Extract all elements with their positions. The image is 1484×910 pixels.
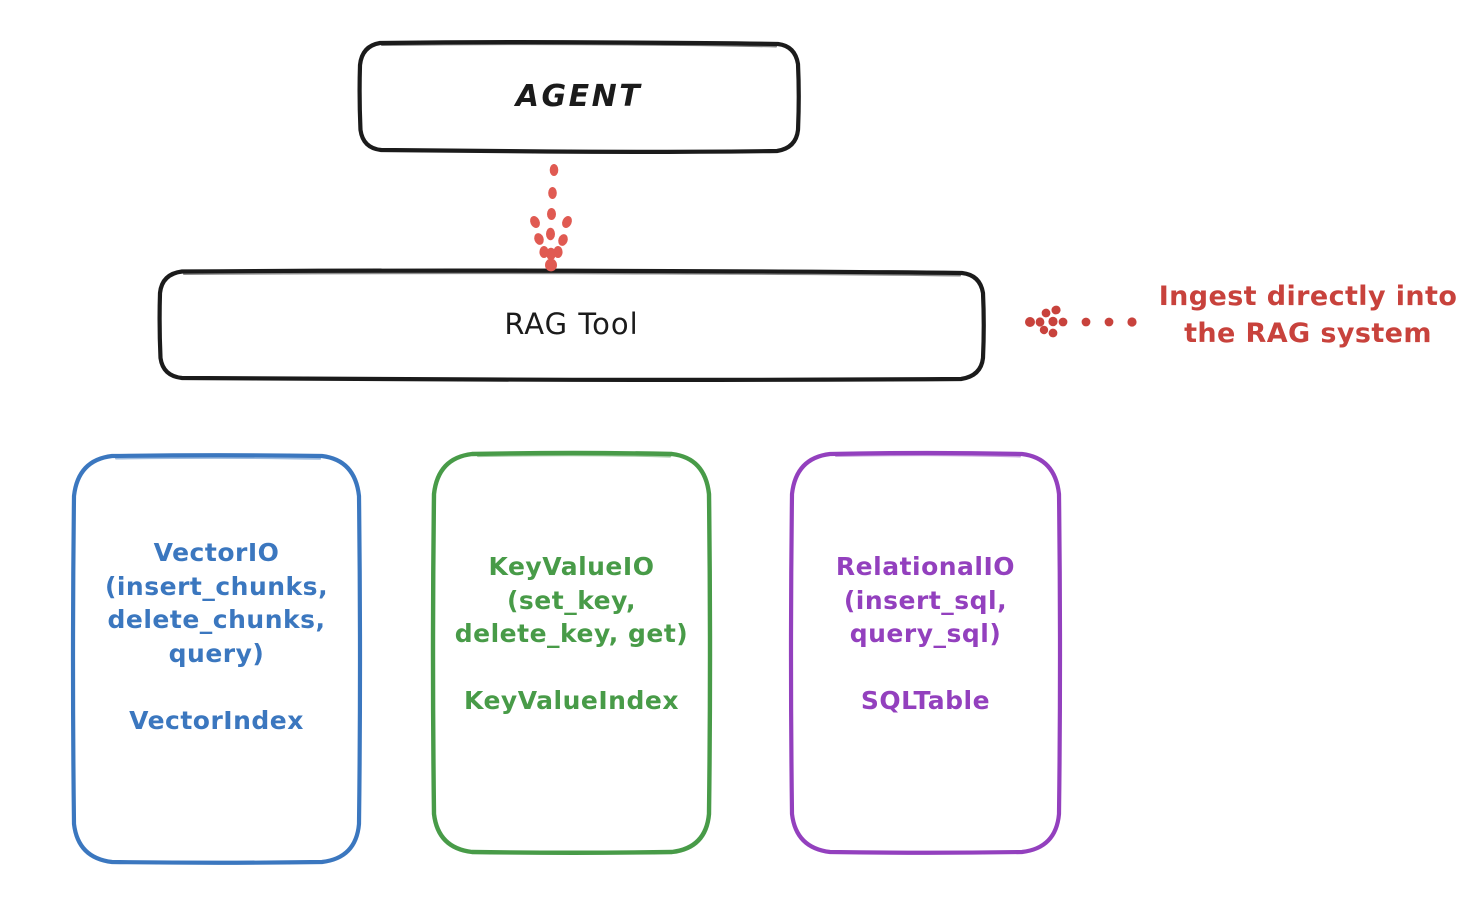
keyvalueio-node-label: KeyValueIO (set_key, delete_key, get) Ke… [454, 552, 689, 715]
relationalio-node[interactable]: RelationalIO (insert_sql, query_sql) SQL… [788, 450, 1063, 856]
rag-tool-node[interactable]: RAG Tool [157, 268, 986, 382]
agent-node[interactable]: AGENT [357, 40, 801, 154]
vectorio-node[interactable]: VectorIO (insert_chunks, delete_chunks, … [70, 452, 363, 866]
ingest-annotation: Ingest directly into the RAG system [1143, 278, 1473, 353]
keyvalueio-node[interactable]: KeyValueIO (set_key, delete_key, get) Ke… [430, 450, 713, 856]
vectorio-node-label: VectorIO (insert_chunks, delete_chunks, … [104, 538, 329, 735]
ingest-annotation-text: Ingest directly into the RAG system [1158, 281, 1458, 350]
dotted-arrow-left-icon [1025, 305, 1137, 338]
dotted-arrow-down-icon [530, 164, 572, 272]
relationalio-node-label: RelationalIO (insert_sql, query_sql) SQL… [835, 552, 1016, 715]
rag-tool-node-label: RAG Tool [504, 307, 639, 342]
agent-node-label: AGENT [515, 78, 643, 114]
